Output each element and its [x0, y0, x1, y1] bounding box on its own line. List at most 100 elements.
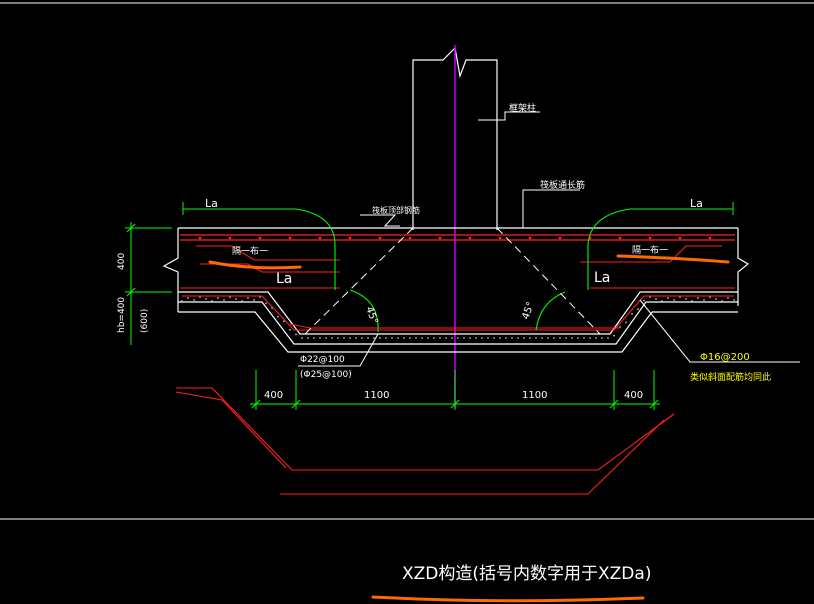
hatch-dot: [499, 337, 501, 339]
rebar-dot: [648, 236, 652, 240]
rebar-dot: [438, 236, 442, 240]
hatch-dot: [463, 337, 465, 339]
hatch-dot: [541, 337, 543, 339]
label-bottom-bar: Φ22@100: [300, 355, 345, 365]
rebar-dot: [288, 236, 292, 240]
hatch-dot: [721, 300, 723, 302]
hatch-dot: [469, 337, 471, 339]
caption: XZD构造(括号内数字用于XZDa): [402, 564, 651, 584]
hatch-dot: [451, 337, 453, 339]
hatch-dot: [253, 299, 255, 301]
rebar-dot: [468, 236, 472, 240]
hatch-dot: [181, 300, 183, 302]
hatch-dot: [547, 337, 549, 339]
hatch-dot: [295, 333, 297, 336]
hatch-dot: [697, 297, 699, 299]
label-dim-hb-alt: (600): [140, 309, 150, 333]
rebar-dot: [258, 236, 262, 240]
label-angle-left: 45°: [363, 305, 379, 325]
hatch-dot: [283, 320, 285, 323]
hatch-dot: [409, 337, 411, 339]
rebar-dots: [198, 236, 712, 240]
hatch-dot: [481, 337, 483, 339]
hatch-dot: [361, 337, 363, 339]
rebar-dot: [228, 236, 232, 240]
rebar-dot: [198, 236, 202, 240]
hatch-dot: [193, 299, 195, 301]
label-la-top-left: La: [205, 197, 218, 210]
hatch-dot: [373, 337, 375, 339]
hatch-dot: [403, 337, 405, 339]
anchor-ticks: [182, 202, 734, 215]
hatch-dot: [445, 337, 447, 339]
hatch-dot: [211, 300, 213, 302]
hatch-dot: [529, 337, 531, 339]
rebar-dot: [708, 236, 712, 240]
rebar-dot: [618, 236, 622, 240]
dashed-45-lines: [304, 227, 601, 335]
hatch-dot: [571, 337, 573, 339]
rebar-dot: [558, 236, 562, 240]
label-side-bar: Φ16@200: [700, 352, 750, 363]
hatch-dot: [439, 337, 441, 339]
hatch-dot: [733, 299, 735, 301]
hatch-dot: [613, 334, 615, 337]
hatch-dot: [427, 337, 429, 339]
leader-bottom-bar: [298, 333, 379, 367]
rebar-dot: [678, 236, 682, 240]
dim-text-4: 400: [624, 390, 643, 401]
highlight-strokes: [208, 254, 730, 603]
hatch-dot: [517, 337, 519, 339]
rebar-dot: [378, 236, 382, 240]
left-dimension: [125, 222, 172, 345]
hatch-dot: [247, 297, 249, 299]
hatch-dot: [631, 312, 633, 315]
hatch-dot: [355, 337, 357, 339]
hatch-dot: [511, 337, 513, 339]
label-dim-hb: hb=400: [117, 297, 127, 333]
hatch-dot: [505, 337, 507, 339]
hatch-dot: [637, 308, 639, 311]
label-la-mid-left: La: [276, 271, 292, 287]
hatch-dot: [727, 297, 729, 299]
label-side-bar-note: 类似斜面配筋均同此: [690, 371, 771, 383]
hatch-dot: [595, 337, 597, 339]
label-top-rebar-left: 筏板顶部钢筋: [372, 205, 420, 215]
hatch-dot: [391, 337, 393, 339]
hatch-dot: [457, 337, 459, 339]
hatch-dot: [307, 337, 309, 339]
hatch-dot: [319, 337, 321, 339]
hatch-dot: [349, 337, 351, 339]
hatch-dot: [313, 337, 315, 339]
hatch-dot: [241, 300, 243, 302]
label-one-by-one-right: 隔一布一: [632, 244, 668, 256]
hatch-dot: [565, 337, 567, 339]
label-frame-column: 框架柱: [509, 102, 536, 114]
hatch-dot: [691, 300, 693, 302]
hatch-dot: [655, 298, 657, 300]
label-top-rebar-right: 筏板通长筋: [540, 179, 585, 191]
hatch-dot: [433, 337, 435, 339]
rebar-dot: [348, 236, 352, 240]
hatch-dot: [301, 337, 303, 339]
hatch-dot: [559, 337, 561, 339]
hatch-dot: [343, 337, 345, 339]
hatch-dot: [415, 337, 417, 339]
dim-text-1: 400: [264, 390, 283, 401]
hatch-dot: [493, 337, 495, 339]
hatch-dot: [187, 297, 189, 299]
hatch-dot: [553, 337, 555, 339]
hatch-dot: [715, 298, 717, 300]
rebar-dot: [498, 236, 502, 240]
rebar-dot: [318, 236, 322, 240]
hatch-dot: [325, 337, 327, 339]
hatch-dot: [289, 328, 291, 331]
hatch-dot: [337, 337, 339, 339]
hatch-dot: [601, 337, 603, 339]
column-leader: [478, 111, 540, 121]
label-one-by-one-left: 隔一布一: [232, 245, 268, 257]
hatch-dot: [205, 298, 207, 300]
slab-outline: [162, 227, 750, 353]
label-la-top-right: La: [690, 197, 703, 210]
label-dim-400-vertical: 400: [117, 253, 127, 270]
